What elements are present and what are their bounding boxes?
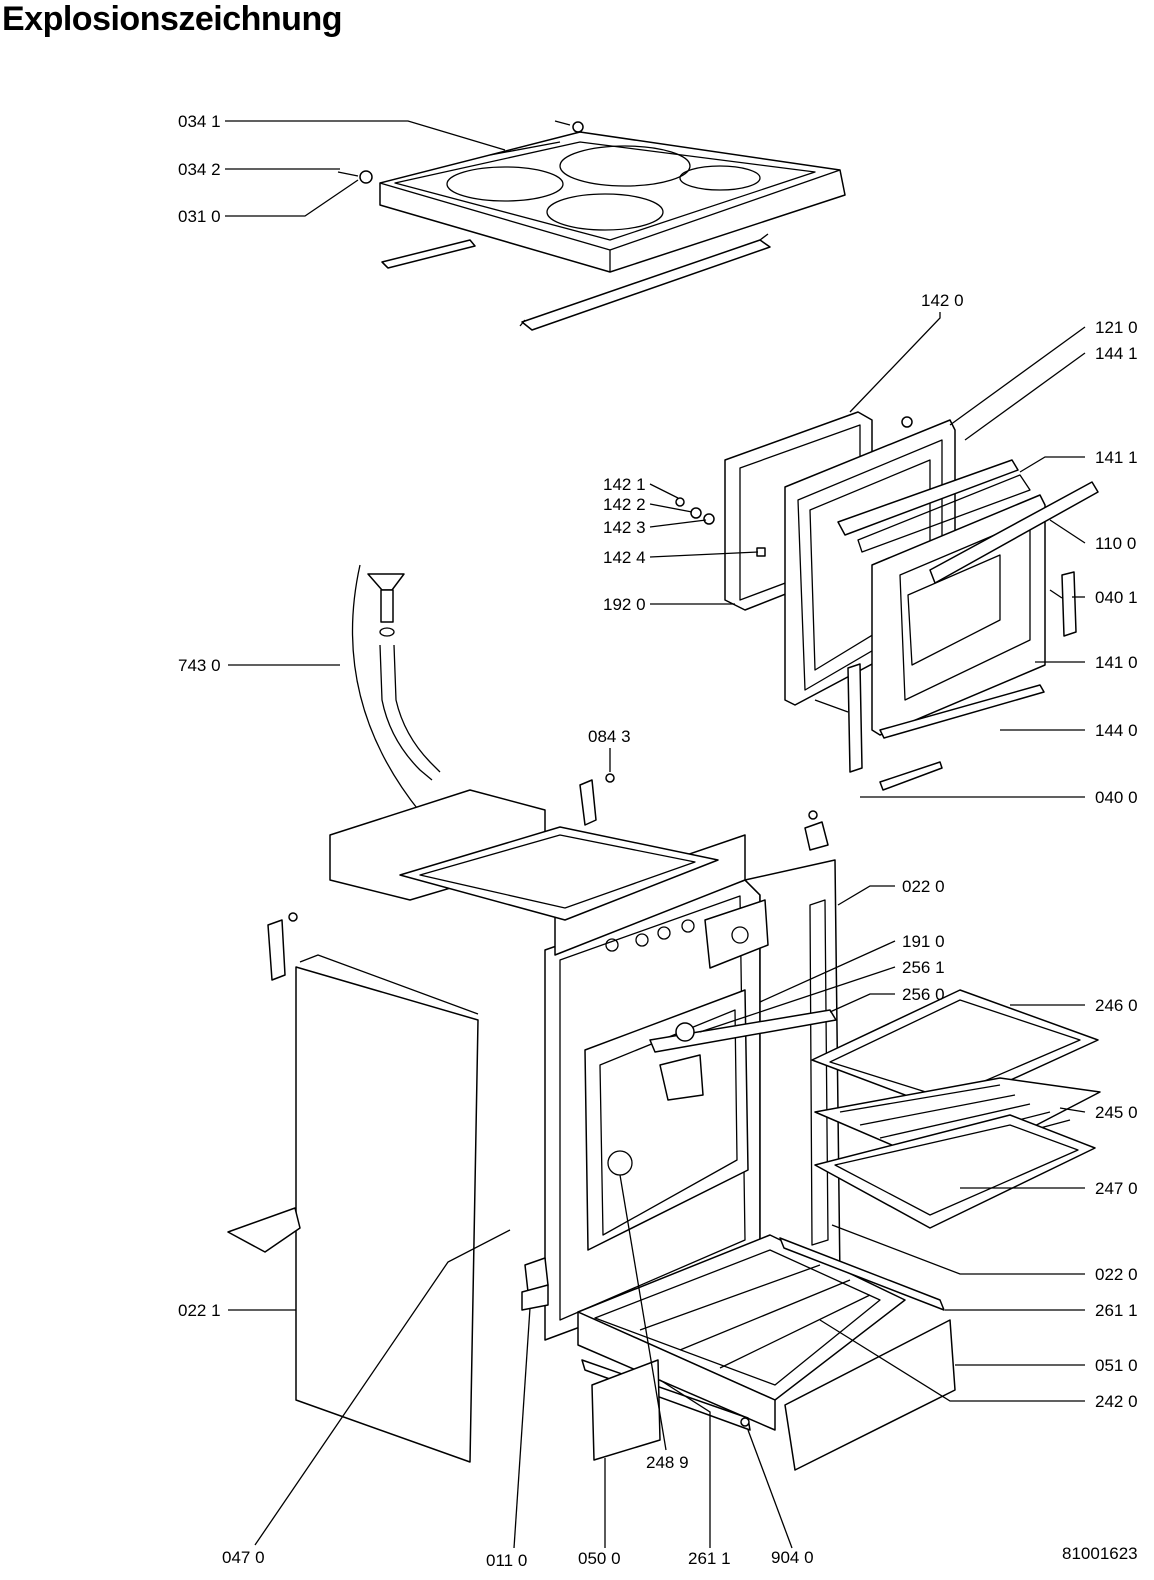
callout-022-1: 022 1 xyxy=(178,1301,221,1320)
callout-040-0: 040 0 xyxy=(1095,788,1138,807)
callout-256-1: 256 1 xyxy=(902,958,945,977)
document-number: 81001623 xyxy=(1062,1544,1138,1563)
oven-door-cover-strip xyxy=(837,459,1031,553)
callout-247-0: 247 0 xyxy=(1095,1179,1138,1198)
callout-242-0: 242 0 xyxy=(1095,1392,1138,1411)
callout-142-2: 142 2 xyxy=(603,495,646,514)
hob-mounting-rail xyxy=(381,233,771,331)
callout-248-9: 248 9 xyxy=(646,1453,689,1472)
callout-141-1: 141 1 xyxy=(1095,448,1138,467)
callout-040-1: 040 1 xyxy=(1095,588,1138,607)
diagram-title: Explosionszeichnung xyxy=(2,0,342,38)
top-heat-shield xyxy=(399,826,719,921)
callout-142-4: 142 4 xyxy=(603,548,646,567)
callout-256-0: 256 0 xyxy=(902,985,945,1004)
door-hinge-right xyxy=(1049,571,1077,637)
storage-drawer xyxy=(577,1234,906,1431)
callout-034-2: 034 2 xyxy=(178,160,221,179)
drip-tray xyxy=(814,1114,1096,1229)
callout-144-0: 144 0 xyxy=(1095,721,1138,740)
back-bracket xyxy=(579,773,829,851)
callout-022-0-upper: 022 0 xyxy=(902,877,945,896)
callout-leader-lines xyxy=(225,120,1086,1549)
door-screws xyxy=(675,416,913,557)
left-bracket xyxy=(267,912,298,981)
door-hinge-left xyxy=(814,663,863,773)
callout-labels: 034 1 034 2 031 0 142 0 121 0 144 1 141 … xyxy=(178,112,1138,1570)
hob-screws xyxy=(337,120,584,184)
oven-door-handle xyxy=(929,481,1099,584)
callout-110-0: 110 0 xyxy=(1095,534,1136,553)
callout-121-0: 121 0 xyxy=(1095,318,1138,337)
grill-element xyxy=(649,1009,837,1101)
callout-142-0: 142 0 xyxy=(921,291,964,310)
callout-050-0: 050 0 xyxy=(578,1549,621,1568)
baking-tray xyxy=(811,989,1099,1111)
callout-084-3: 084 3 xyxy=(588,727,631,746)
callout-246-0: 246 0 xyxy=(1095,996,1138,1015)
callout-261-1-bottom: 261 1 xyxy=(688,1549,731,1568)
callout-011-0: 011 0 xyxy=(486,1551,527,1570)
callout-144-1: 144 1 xyxy=(1095,344,1138,363)
callout-192-0: 192 0 xyxy=(603,595,646,614)
door-bottom-strip xyxy=(879,684,1045,791)
oven-door-outer-panel xyxy=(871,494,1046,736)
callout-142-1: 142 1 xyxy=(603,475,646,494)
base-kick-plate-left xyxy=(227,1207,301,1253)
callout-142-3: 142 3 xyxy=(603,518,646,537)
drawer-front xyxy=(784,1319,956,1471)
callout-047-0: 047 0 xyxy=(222,1548,265,1567)
callout-245-0: 245 0 xyxy=(1095,1103,1138,1122)
side-panel-left xyxy=(295,954,479,1463)
callout-031-0: 031 0 xyxy=(178,207,221,226)
callout-261-1-right: 261 1 xyxy=(1095,1301,1138,1320)
control-panel-bracket xyxy=(605,899,769,969)
callout-191-0: 191 0 xyxy=(902,932,945,951)
callout-141-0: 141 0 xyxy=(1095,653,1138,672)
callout-051-0: 051 0 xyxy=(1095,1356,1138,1375)
drawer-rails xyxy=(581,1237,945,1461)
callout-743-0: 743 0 xyxy=(178,656,221,675)
callout-022-0-lower: 022 0 xyxy=(1095,1265,1138,1284)
adjustable-foot xyxy=(521,1257,549,1311)
callout-904-0: 904 0 xyxy=(771,1548,814,1567)
callout-034-1: 034 1 xyxy=(178,112,221,131)
condensate-hose xyxy=(351,564,441,813)
